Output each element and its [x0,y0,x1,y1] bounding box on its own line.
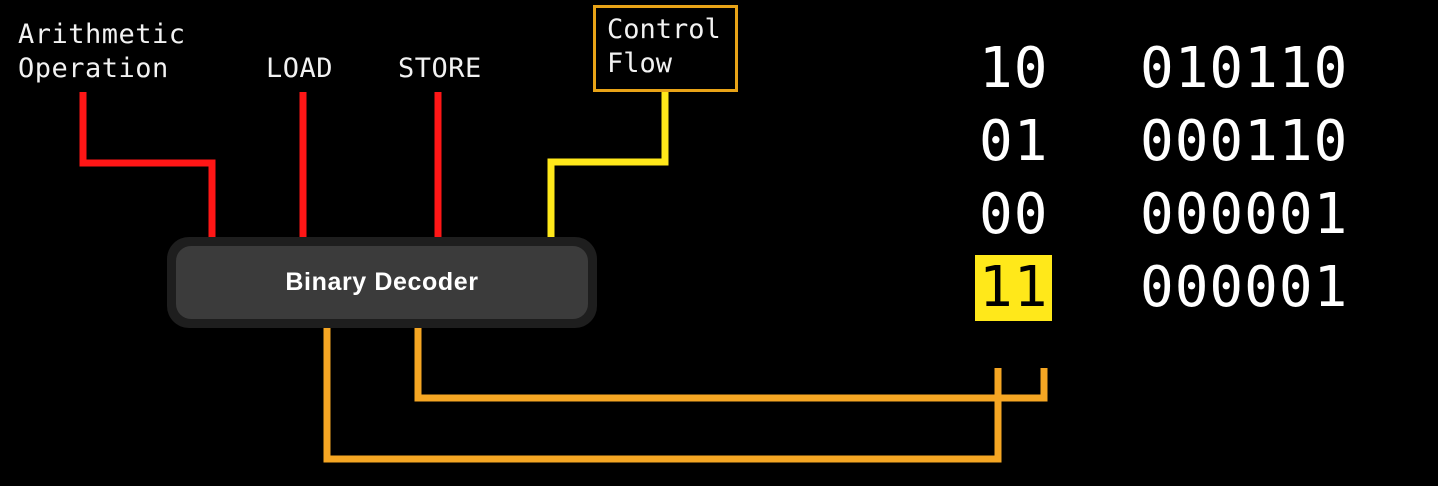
wire-output-2 [414,326,1048,402]
wire-arithmetic-operation [79,92,216,243]
input-label-arithmetic-operation: Arithmetic Operation [18,19,186,84]
binary-bits: 000001 [1140,182,1349,247]
binary-decoder-label: Binary Decoder [285,268,479,296]
binary-table-row: 00 000001 [975,182,1415,255]
binary-address-highlighted: 11 [975,255,1053,321]
control-flow-label: Control Flow [607,14,721,79]
binary-address: 00 [979,182,1049,247]
wire-output-1 [323,326,1002,463]
control-flow-box: Control Flow [593,5,738,92]
binary-address: 10 [979,36,1049,101]
wire-control-flow [547,92,669,243]
binary-table-row: 11 000001 [975,255,1415,328]
binary-table-row: 10 010110 [975,36,1415,109]
binary-decoder-inner: Binary Decoder [176,246,588,319]
binary-bits: 000001 [1140,255,1349,320]
binary-bits: 000110 [1140,109,1349,174]
binary-address: 01 [979,109,1049,174]
binary-decoder-node[interactable]: Binary Decoder [167,237,597,328]
input-label-load: LOAD [266,53,334,84]
binary-bits: 010110 [1140,36,1349,101]
binary-table: 10 010110 01 000110 00 000001 11 000001 [975,36,1415,386]
input-label-store: STORE [398,53,482,84]
binary-table-row: 01 000110 [975,109,1415,182]
